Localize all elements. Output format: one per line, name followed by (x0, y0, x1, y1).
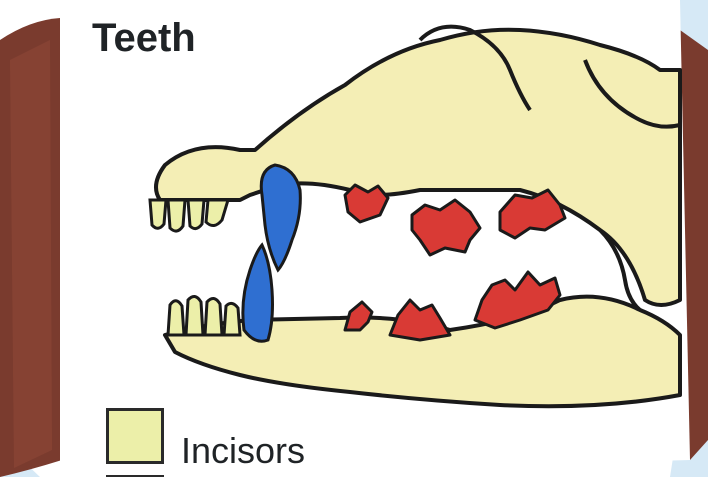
upper-incisor-2 (168, 200, 185, 231)
upper-incisor-3 (188, 200, 204, 229)
legend-label-incisors: Incisors (181, 430, 305, 472)
lower-incisor-3 (205, 298, 222, 335)
lower-incisor-4 (224, 303, 240, 335)
upper-incisor-1 (150, 200, 166, 228)
legend-swatch-incisors (106, 408, 164, 464)
upper-incisors (150, 200, 228, 231)
diagram-title: Teeth (92, 16, 196, 61)
lower-incisor-1 (168, 301, 184, 335)
frame-left-grain (10, 40, 52, 468)
lower-incisor-2 (186, 296, 203, 335)
